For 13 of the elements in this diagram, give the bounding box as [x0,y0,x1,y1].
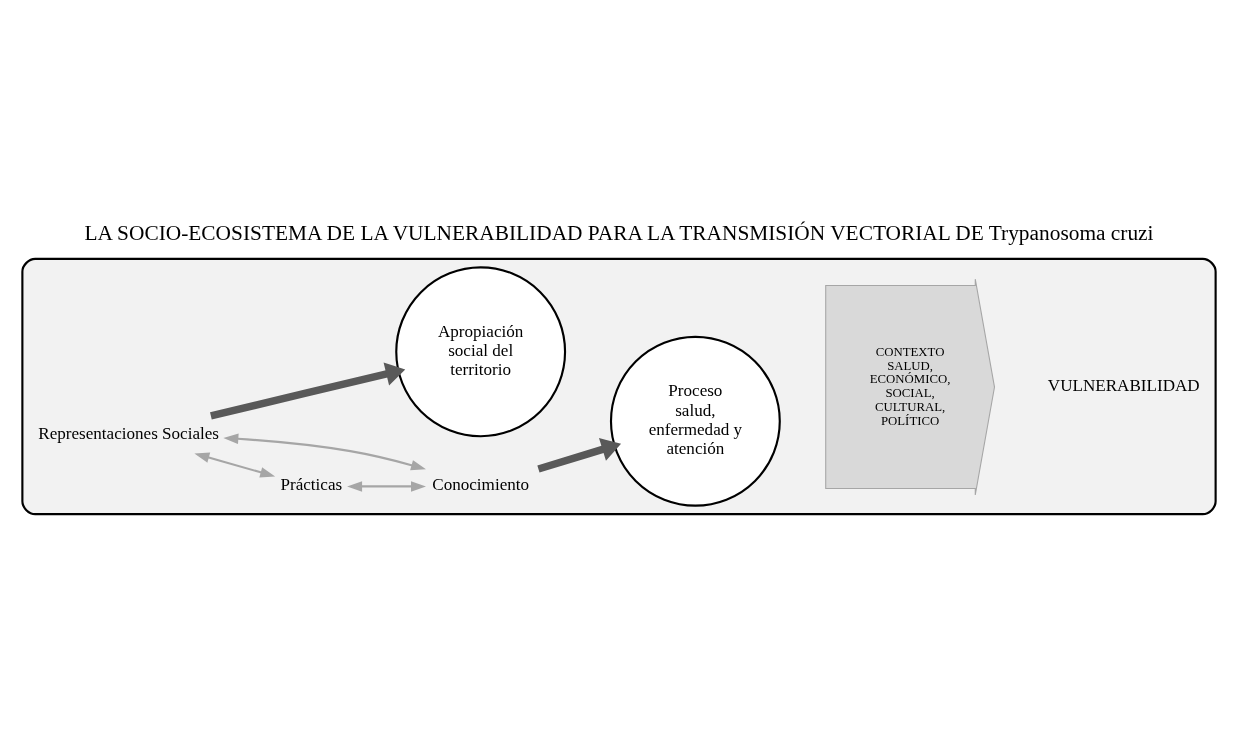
node-text: Conocimiento [432,474,530,494]
node-text: Prácticas [280,474,343,494]
node-text: Representaciones Sociales [38,423,220,443]
arrow [194,452,276,477]
arrow [537,437,622,473]
arrow [347,480,426,492]
node-circle: Proceso salud, enfermedad y atención [609,335,781,507]
cluster [21,257,1217,515]
node-circle: Apropiación social del territorio [395,265,567,437]
diagram-title: LA SOCIO-ECOSISTEMA DE LA VULNERABILIDAD PARA LA TRANSMISIÓN VECTORIAL DE Trypanosoma cruzi [84,220,1154,245]
arrow [210,361,406,419]
node-text: VULNERABILIDAD [1047,375,1200,395]
arrow [223,433,426,470]
